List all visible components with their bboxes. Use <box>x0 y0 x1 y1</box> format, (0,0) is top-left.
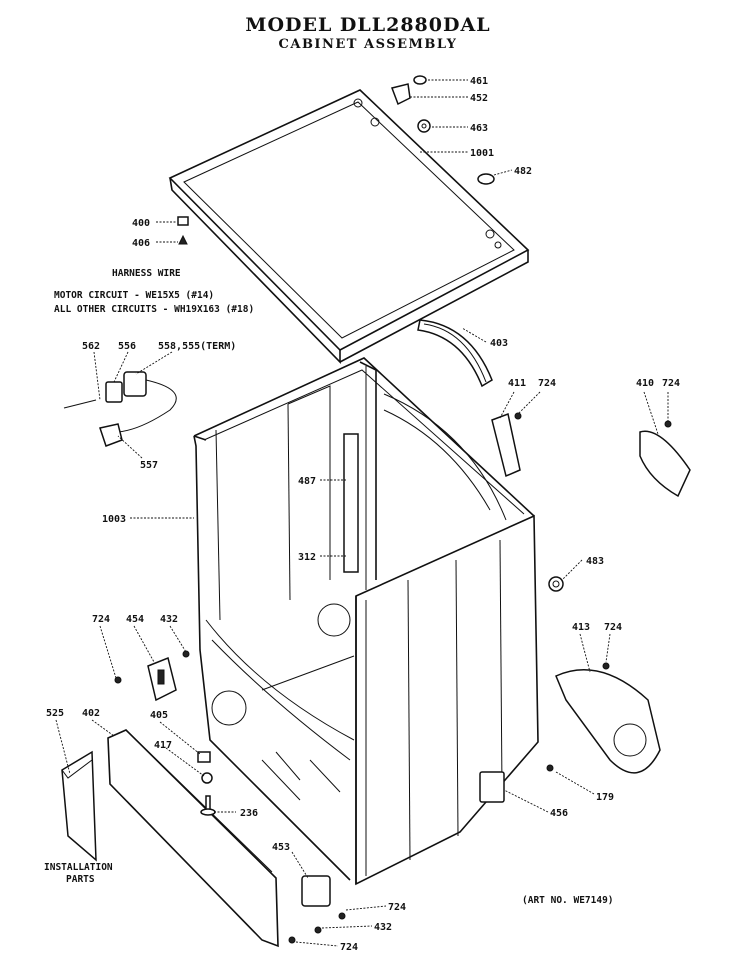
harness-wire <box>63 371 177 447</box>
leader-lines <box>55 79 669 947</box>
part-417 <box>201 772 213 784</box>
label-1001: 1001 <box>470 148 494 159</box>
label-179: 179 <box>596 792 614 803</box>
diagram-subtitle: CABINET ASSEMBLY <box>278 37 458 52</box>
label-432-a: 432 <box>160 614 178 625</box>
label-525: 525 <box>46 708 64 719</box>
label-400: 400 <box>132 218 150 229</box>
diagram-title: MODEL DLL2880DAL <box>245 14 491 36</box>
screw-432a-icon <box>182 650 190 658</box>
strip-403 <box>417 319 493 388</box>
label-403: 403 <box>490 338 508 349</box>
harness-other-circuits: ALL OTHER CIRCUITS - WH19X163 (#18) <box>54 304 255 315</box>
screw-432b-icon <box>314 926 322 934</box>
screw-724d-icon <box>602 662 610 670</box>
label-724-b: 724 <box>662 378 680 389</box>
label-556: 556 <box>118 341 136 352</box>
screw-724e-icon <box>338 912 346 920</box>
screw-724f-icon <box>288 936 296 944</box>
part-456 <box>479 771 505 803</box>
cover-413 <box>555 669 661 774</box>
strip-487 <box>343 433 359 573</box>
art-number: (ART NO. WE7149) <box>522 895 614 906</box>
cabinet <box>193 357 539 886</box>
harness-motor-circuit: MOTOR CIRCUIT - WE15X5 (#14) <box>54 290 215 301</box>
part-400 <box>177 216 189 226</box>
label-461: 461 <box>470 76 488 87</box>
grommet-483 <box>548 576 564 592</box>
label-487: 487 <box>298 476 316 487</box>
label-402: 402 <box>82 708 100 719</box>
installation-parts-bag <box>61 750 97 862</box>
label-453: 453 <box>272 842 290 853</box>
part-406 <box>178 234 188 245</box>
harness-heading: HARNESS WIRE <box>112 268 181 279</box>
label-406: 406 <box>132 238 150 249</box>
label-1003: 1003 <box>102 514 126 525</box>
label-724-f: 724 <box>340 942 358 953</box>
part-482 <box>477 173 495 185</box>
kickplate-402 <box>107 729 279 948</box>
installation-label-line1: INSTALLATION <box>44 862 113 873</box>
label-410: 410 <box>636 378 654 389</box>
label-405: 405 <box>150 710 168 721</box>
label-411: 411 <box>508 378 526 389</box>
label-417: 417 <box>154 740 172 751</box>
part-463 <box>417 119 431 133</box>
label-562: 562 <box>82 341 100 352</box>
label-724-c: 724 <box>92 614 110 625</box>
label-557: 557 <box>140 460 158 471</box>
label-312: 312 <box>298 552 316 563</box>
screw-724a-icon <box>514 412 522 420</box>
label-724-e: 724 <box>388 902 406 913</box>
installation-label-line2: PARTS <box>66 874 95 885</box>
bracket-411 <box>491 412 521 478</box>
label-236: 236 <box>240 808 258 819</box>
top-panel <box>168 89 530 364</box>
label-432-b: 432 <box>374 922 392 933</box>
part-454 <box>147 656 177 702</box>
hinge-461-452 <box>391 75 427 106</box>
label-413: 413 <box>572 622 590 633</box>
cover-410 <box>639 430 691 498</box>
label-724-a: 724 <box>538 378 556 389</box>
label-463: 463 <box>470 123 488 134</box>
label-558-555-term: 558,555(TERM) <box>158 341 236 352</box>
label-452: 452 <box>470 93 488 104</box>
part-labels: 461 452 463 1001 482 400 406 562 556 558… <box>46 76 680 953</box>
label-456: 456 <box>550 808 568 819</box>
label-724-d: 724 <box>604 622 622 633</box>
label-454: 454 <box>126 614 144 625</box>
label-482: 482 <box>514 166 532 177</box>
screw-179-icon <box>546 764 554 772</box>
label-483: 483 <box>586 556 604 567</box>
part-453 <box>301 875 331 907</box>
screw-724c-icon <box>114 676 122 684</box>
part-405 <box>197 751 211 763</box>
